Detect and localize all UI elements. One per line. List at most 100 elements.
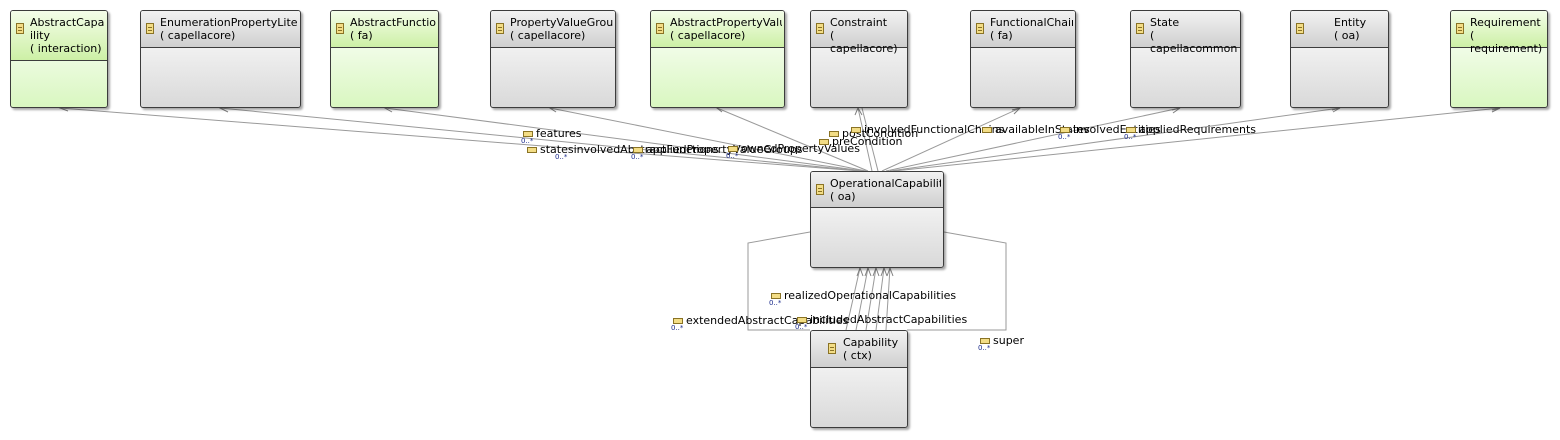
class-package: ( capellacommon): [1150, 29, 1238, 55]
class-capability[interactable]: Capability ( ctx): [810, 330, 908, 428]
class-entity[interactable]: Entity ( oa): [1290, 10, 1389, 108]
class-header: AbstractCapab ility ( interaction): [11, 11, 107, 61]
edge-to-abstract-function: [384, 107, 865, 172]
edge-to-abstract-capability: [59, 107, 861, 172]
reference-icon: [851, 127, 861, 133]
edge-to-constraint-a: [857, 107, 873, 172]
edge-to-abstract-property-value: [716, 107, 869, 172]
reference-icon: [982, 127, 992, 133]
role-involved-entities[interactable]: involvedEntities 0..*: [1058, 123, 1161, 142]
edge-to-functional-chain: [881, 107, 1021, 172]
class-icon: [976, 23, 984, 34]
class-package: ( capellacore): [670, 29, 746, 42]
role-applied-requirements[interactable]: appliedRequirements 0..*: [1124, 123, 1257, 142]
reference-icon: [1060, 127, 1070, 133]
class-package: ( fa): [350, 29, 373, 42]
class-abstract-property-value[interactable]: AbstractPropertyValue ( capellacore): [650, 10, 785, 108]
class-header: EnumerationPropertyLiteral ( capellacore…: [141, 11, 300, 48]
class-icon: [336, 23, 344, 34]
class-property-value-group[interactable]: PropertyValueGroup ( capellacore): [490, 10, 616, 108]
class-header: AbstractPropertyValue ( capellacore): [651, 11, 784, 48]
class-abstract-function[interactable]: AbstractFunction ( fa): [330, 10, 439, 108]
class-abstract-capability[interactable]: AbstractCapab ility ( interaction): [10, 10, 108, 108]
reference-icon: [673, 318, 683, 324]
edge-to-property-value-group: [549, 107, 867, 172]
reference-icon: [1126, 127, 1136, 133]
class-header: Constraint ( capellacore): [811, 11, 907, 55]
edge-cap-3: [865, 267, 877, 331]
class-name: EnumerationPropertyLiteral: [160, 16, 298, 29]
reference-icon: [633, 147, 643, 153]
class-operational-capability[interactable]: OperationalCapability ( oa): [810, 171, 944, 268]
role-applied-property-value-groups[interactable]: appliedPropertyValueGroups 0..*: [631, 143, 803, 162]
edge-to-state: [885, 107, 1181, 172]
class-constraint[interactable]: Constraint ( capellacore): [810, 10, 908, 108]
class-name: Constraint: [830, 16, 888, 29]
edge-cap-5: [885, 267, 891, 331]
class-header: Requirement ( requirement): [1451, 11, 1547, 55]
reference-icon: [728, 146, 738, 152]
reference-icon: [819, 139, 829, 145]
class-name: Capability: [843, 336, 899, 349]
reference-icon: [527, 147, 537, 153]
role-owned-property-values[interactable]: ownedPropertyValues 0..*: [726, 142, 860, 161]
role-realized-operational-capabilities[interactable]: realizedOperationalCapabilities 0..*: [769, 289, 957, 308]
reference-icon: [797, 317, 807, 323]
role-pre-condition[interactable]: preCondition: [819, 136, 903, 148]
edge-loop-left: [747, 231, 811, 331]
class-package: ( fa): [990, 29, 1013, 42]
role-extended-abstract-capabilities[interactable]: extendedAbstractCapabilities 0..*: [671, 314, 849, 333]
edge-to-constraint-b: [861, 107, 879, 172]
class-state[interactable]: State ( capellacommon): [1130, 10, 1241, 108]
class-package: ( oa): [830, 190, 856, 203]
class-name: AbstractFunction: [350, 16, 436, 29]
edge-cap-4: [875, 267, 885, 331]
class-header: OperationalCapability ( oa): [811, 172, 943, 208]
class-name: Entity: [1334, 16, 1367, 29]
class-name: OperationalCapability: [830, 177, 941, 190]
role-post-condition[interactable]: postCondition: [829, 128, 918, 140]
class-functional-chain[interactable]: FunctionalChain ( fa): [970, 10, 1076, 108]
class-header: PropertyValueGroup ( capellacore): [491, 11, 615, 48]
class-name: FunctionalChain: [990, 16, 1073, 29]
class-icon: [816, 23, 824, 34]
edge-to-enumeration-property-literal: [219, 107, 863, 172]
class-name: AbstractCapab ility: [30, 16, 105, 42]
role-involved-functional-chains[interactable]: involvedFunctionalChains: [851, 124, 1004, 136]
class-requirement[interactable]: Requirement ( requirement): [1450, 10, 1548, 108]
class-icon: [1296, 23, 1304, 34]
class-icon: [496, 23, 504, 34]
class-header: Capability ( ctx): [811, 331, 907, 368]
class-icon: [828, 343, 836, 354]
edge-cap-1: [845, 267, 861, 331]
edge-to-entity: [889, 107, 1341, 172]
class-icon: [146, 23, 154, 34]
class-package: ( interaction): [30, 42, 102, 55]
class-icon: [656, 23, 664, 34]
class-icon: [1456, 23, 1464, 34]
class-icon: [1136, 23, 1144, 34]
class-package: ( capellacore): [510, 29, 586, 42]
class-icon: [16, 23, 24, 34]
class-header: State ( capellacommon): [1131, 11, 1240, 55]
class-header: FunctionalChain ( fa): [971, 11, 1075, 48]
reference-icon: [523, 131, 533, 137]
reference-icon: [980, 338, 990, 344]
role-features[interactable]: features 0..*: [521, 127, 582, 146]
role-super[interactable]: super 0..*: [978, 334, 1024, 353]
class-header: Entity ( oa): [1291, 11, 1388, 48]
class-name: State: [1150, 16, 1180, 29]
class-package: ( oa): [1334, 29, 1360, 42]
role-included-abstract-capabilities[interactable]: includedAbstractCapabilities 0..*: [795, 313, 968, 332]
class-name: PropertyValueGroup: [510, 16, 613, 29]
reference-icon: [771, 293, 781, 299]
edge-cap-2: [855, 267, 869, 331]
class-package: ( capellacore): [160, 29, 236, 42]
class-package: ( ctx): [843, 349, 872, 362]
class-enumeration-property-literal[interactable]: EnumerationPropertyLiteral ( capellacore…: [140, 10, 301, 108]
role-states-involved-abstract-functions[interactable]: statesinvolvedAbstractFunctions 0..*: [527, 144, 719, 161]
class-name: AbstractPropertyValue: [670, 16, 782, 29]
class-header: AbstractFunction ( fa): [331, 11, 438, 48]
class-icon: [816, 184, 824, 195]
